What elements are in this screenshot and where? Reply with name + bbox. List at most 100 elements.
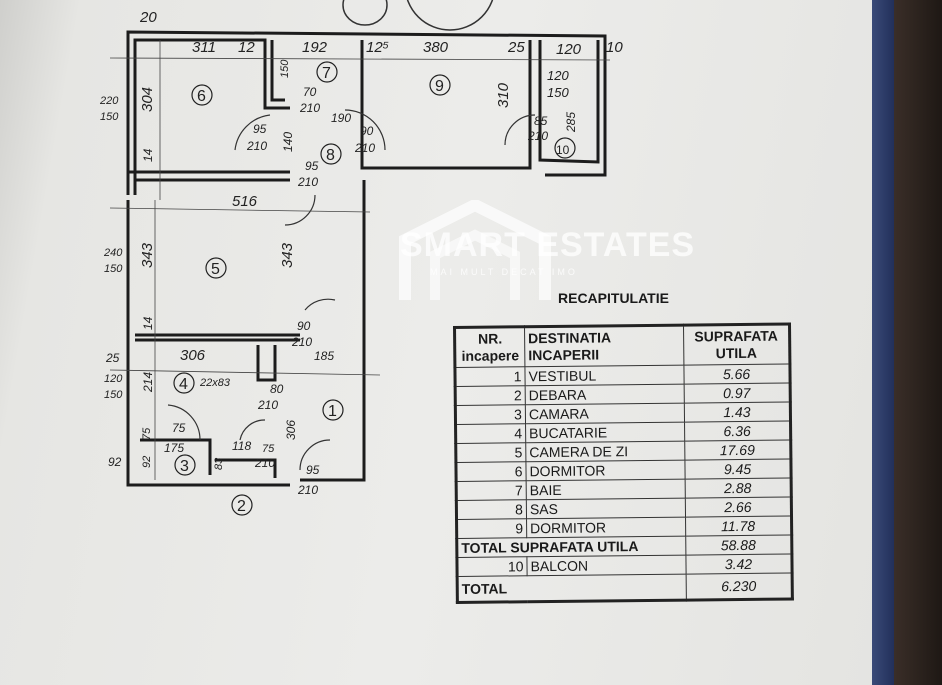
dim-label: 175 — [164, 441, 184, 455]
row-area: 17.69 — [684, 439, 791, 461]
dim-label: 20 — [139, 9, 157, 26]
room-5-label: 5 — [211, 261, 220, 278]
binder-edge — [872, 0, 894, 685]
dim-label: 118 — [232, 439, 251, 453]
row-name: BALCON — [526, 555, 687, 576]
dim-label: 75 — [172, 421, 186, 435]
dim-label: 80 — [270, 382, 284, 396]
dim-label: 92 — [141, 456, 153, 468]
dim-label: 285 — [564, 112, 578, 133]
recap-table: NR. incapere DESTINATIA INCAPERII SUPRAF… — [453, 322, 794, 604]
dim-label: 22x83 — [199, 377, 231, 389]
dim-label: 306 — [284, 420, 298, 440]
dim-label: 310 — [495, 82, 512, 108]
dim-label: 210 — [291, 335, 312, 349]
watermark-brand: SMART ESTATES — [400, 226, 696, 264]
dim-label: 95 — [305, 159, 319, 173]
dim-label: 83 — [213, 457, 225, 470]
row-name: BUCATARIE — [525, 422, 685, 443]
document-page — [0, 0, 890, 685]
header-suprafata: SUPRAFATA UTILA — [683, 323, 790, 366]
room-8-label: 8 — [326, 147, 335, 164]
dim-label: 90 — [297, 319, 311, 333]
total-util-label: TOTAL SUPRAFATA UTILA — [456, 536, 686, 558]
row-name: VESTIBUL — [524, 365, 685, 386]
room-numbers: 6 7 9 8 10 5 4 1 3 2 — [173, 61, 576, 516]
dim-label: 150 — [104, 263, 123, 275]
dim-label: 311 — [192, 39, 216, 56]
dim-label: 95 — [253, 122, 267, 136]
row-nr: 6 — [455, 461, 527, 482]
dim-label: 75 — [141, 427, 153, 440]
row-nr: 3 — [455, 404, 526, 425]
row-name: DORMITOR — [526, 517, 686, 538]
row-nr: 7 — [456, 480, 527, 501]
dim-label: 95 — [306, 463, 320, 477]
dim-label: 210 — [299, 101, 320, 115]
dim-label: 306 — [180, 347, 206, 364]
row-name: SAS — [526, 498, 686, 519]
dim-label: 210 — [297, 175, 318, 189]
dim-label: 210 — [257, 398, 278, 412]
dim-label: 85 — [534, 114, 548, 128]
row-area: 5.66 — [683, 363, 791, 385]
total-label: TOTAL — [457, 574, 687, 603]
dim-label: 90 — [360, 124, 374, 138]
dim-label: 240 — [103, 247, 123, 259]
dim-label: 214 — [141, 372, 155, 393]
room-3-label: 3 — [180, 458, 189, 475]
dim-label: 380 — [423, 39, 449, 56]
dim-label: 120 — [556, 41, 582, 58]
dim-label: 304 — [139, 87, 156, 112]
row-name: CAMERA DE ZI — [525, 441, 685, 462]
room-4-label: 4 — [179, 376, 188, 393]
dim-label: 12⁵ — [366, 39, 389, 56]
room-2-label: 2 — [237, 498, 246, 515]
dim-label: 210 — [254, 456, 275, 470]
dim-label: 70 — [303, 85, 317, 99]
row-nr: 4 — [455, 423, 526, 444]
header-nr: NR. incapere — [454, 326, 525, 368]
dim-label: 25 — [105, 351, 120, 365]
dim-label: 210 — [527, 129, 548, 143]
recap-title: RECAPITULATIE — [558, 290, 669, 306]
room-9-label: 9 — [435, 78, 444, 95]
dim-label: 150 — [104, 389, 123, 401]
dim-label: 343 — [279, 242, 296, 268]
dim-label: 343 — [139, 242, 156, 268]
dim-label: 210 — [297, 483, 318, 497]
total-util-value: 58.88 — [685, 534, 792, 556]
dim-label: 12 — [238, 39, 255, 56]
table-header: NR. incapere DESTINATIA INCAPERII SUPRAF… — [454, 323, 790, 368]
row-nr: 5 — [455, 442, 526, 463]
dim-label: 14 — [141, 316, 155, 330]
door-swings — [167, 109, 536, 471]
dim-label: 210 — [246, 139, 267, 153]
watermark-tagline: MAI MULT DECAT IMO — [430, 267, 578, 277]
dim-label: 120 — [547, 68, 569, 83]
total-value: 6.230 — [686, 572, 793, 601]
dim-label: 92 — [108, 455, 122, 469]
row-nr: 8 — [456, 499, 527, 520]
row-area: 3.42 — [685, 553, 793, 575]
dim-label: 210 — [354, 141, 375, 155]
header-destinatie: DESTINATIA INCAPERII — [524, 325, 684, 367]
row-nr: 10 — [456, 556, 528, 577]
dimension-labels: 20 311 12 192 12⁵ 380 25 120 10 304 220 … — [99, 9, 623, 497]
dimension-lines — [109, 40, 611, 480]
background-surface — [894, 0, 942, 685]
dim-label: 150 — [100, 111, 119, 123]
dim-label: 220 — [99, 95, 119, 107]
row-area: 2.88 — [685, 477, 792, 499]
row-nr: 1 — [454, 366, 526, 387]
dim-label: 120 — [104, 373, 123, 385]
row-area: 11.78 — [685, 515, 792, 537]
row-name: DORMITOR — [525, 460, 686, 481]
dim-label: 516 — [232, 193, 258, 210]
dim-label: 190 — [331, 111, 351, 125]
row-nr: 9 — [456, 518, 527, 539]
room-6-label: 6 — [197, 88, 206, 105]
dim-label: 185 — [314, 349, 334, 363]
stamp — [342, 0, 494, 31]
